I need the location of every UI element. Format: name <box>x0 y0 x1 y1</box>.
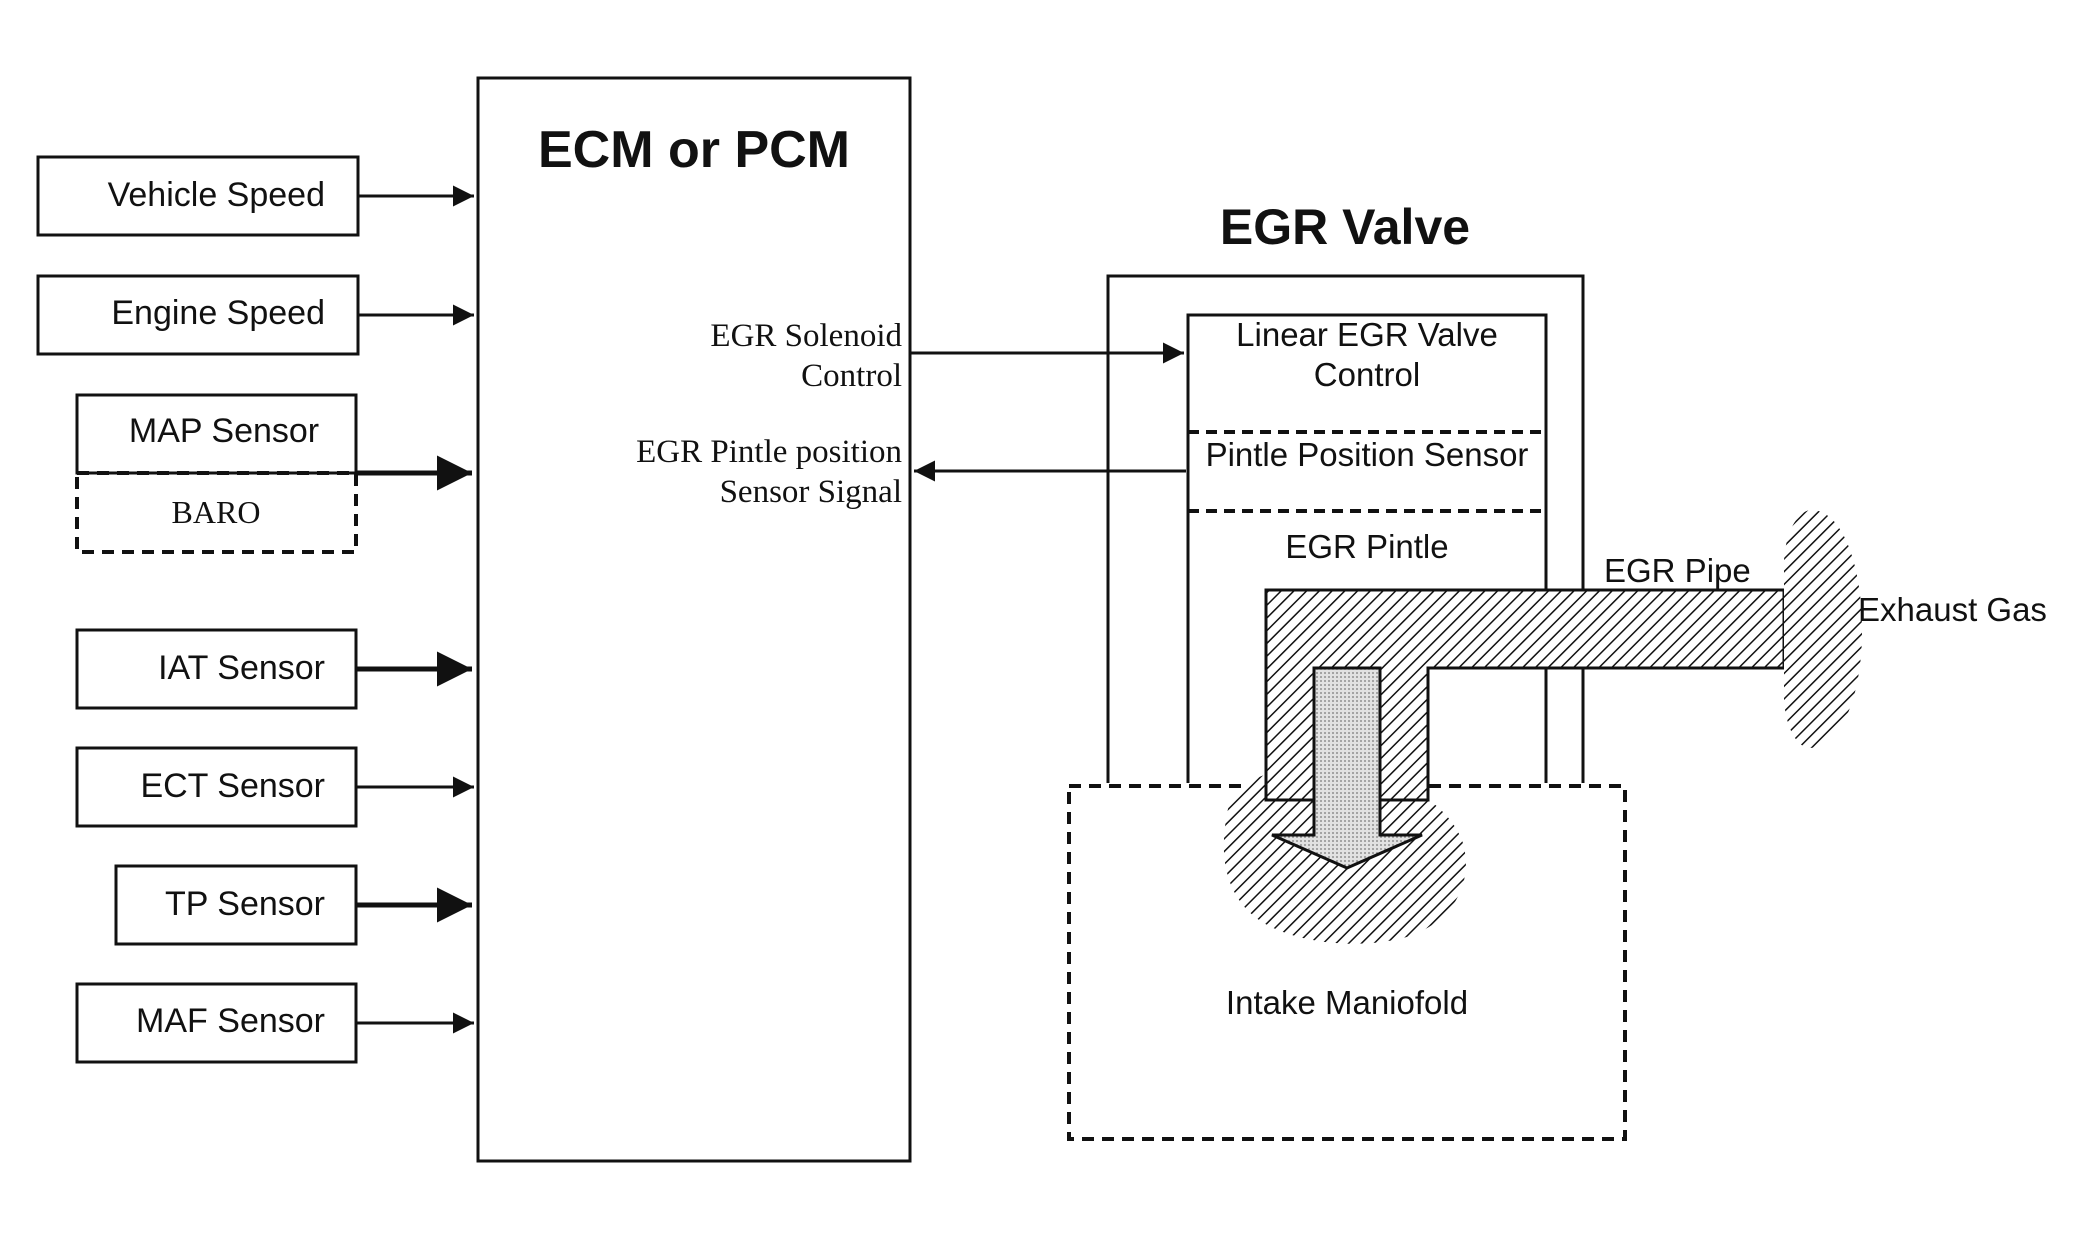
pintle-position-sensor-label: Pintle Position Sensor <box>1206 436 1529 473</box>
engine-speed-box <box>36 274 360 356</box>
egr-solenoid-control-label: Control <box>801 358 902 394</box>
iat-sensor-label: IAT Sensor <box>158 649 325 687</box>
egr-valve-title: EGR Valve <box>1220 199 1470 255</box>
egr-pintle-label: EGR Pintle <box>1285 528 1448 565</box>
linear-egr-control-label: Control <box>1314 356 1420 393</box>
intake-manifold-box <box>1067 784 1627 1141</box>
map-sensor-box <box>75 393 358 475</box>
egr-valve-inner-box <box>1186 313 1548 783</box>
ecm-box <box>476 76 912 1163</box>
exhaust-flange <box>1784 509 1862 748</box>
sensor-signal-label: Sensor Signal <box>720 474 902 510</box>
intake-manifold-label: Intake Maniofold <box>1226 984 1468 1021</box>
gas-flow-arrow <box>1271 666 1423 870</box>
tp-sensor-label: TP Sensor <box>165 885 325 923</box>
maf-sensor-label: MAF Sensor <box>136 1002 325 1040</box>
vehicle-speed-box <box>36 155 360 237</box>
egr-pipe-label: EGR Pipe <box>1604 552 1751 589</box>
iat-sensor-box <box>75 628 358 710</box>
egr-pintle-position-label: EGR Pintle position <box>636 434 902 470</box>
ecm-title: ECM or PCM <box>538 121 850 179</box>
baro-label: BARO <box>172 494 261 530</box>
linear-egr-valve-label: Linear EGR Valve <box>1236 316 1498 353</box>
exhaust-gas-label: Exhaust Gas <box>1858 591 2047 628</box>
vehicle-speed-label: Vehicle Speed <box>108 176 325 214</box>
maf-sensor-box <box>75 982 358 1064</box>
egr-solenoid-label: EGR Solenoid <box>710 318 902 354</box>
map-sensor-label: MAP Sensor <box>129 412 319 450</box>
engine-speed-label: Engine Speed <box>111 294 325 332</box>
egr-valve-housing <box>1106 274 1585 783</box>
ect-sensor-label: ECT Sensor <box>140 767 325 805</box>
